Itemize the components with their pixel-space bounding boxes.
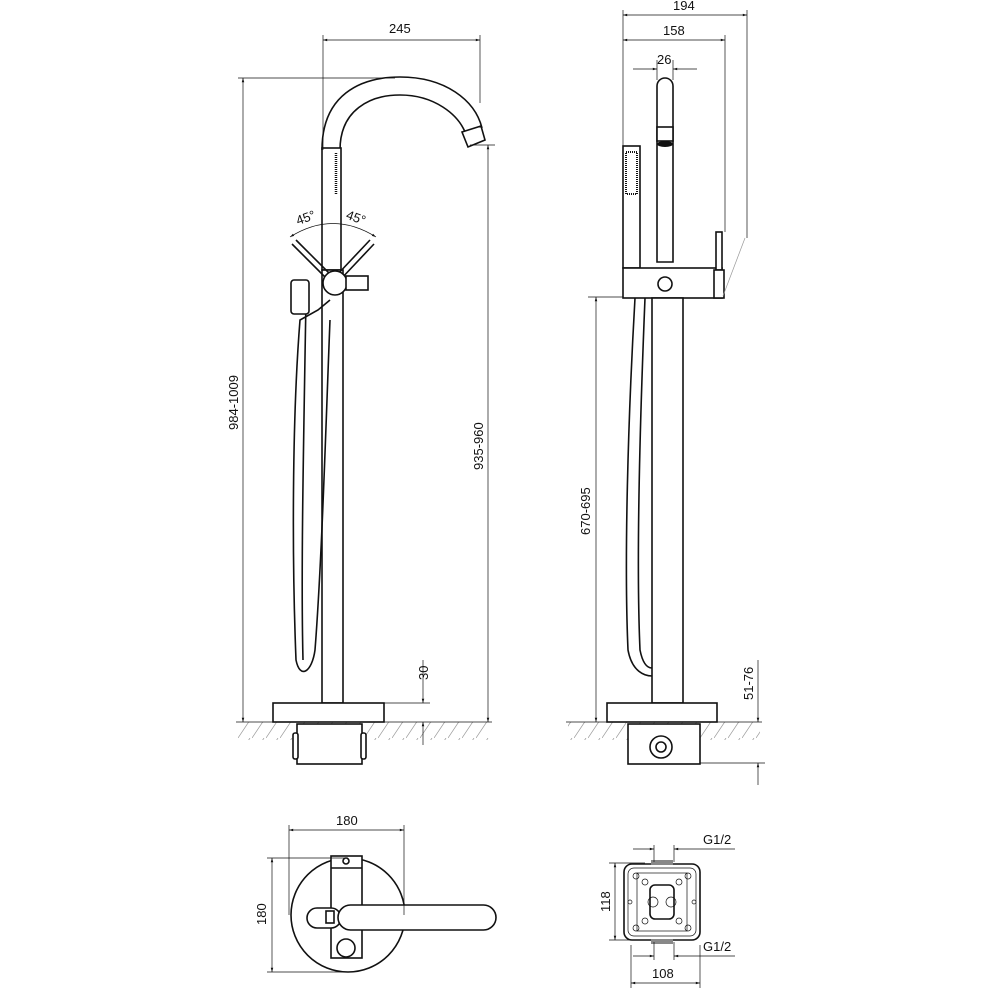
hose-side: [625, 297, 653, 677]
dim-top-height: 180: [254, 903, 269, 925]
dim-top-width: 180: [336, 813, 358, 828]
top-view: 180 180: [254, 813, 497, 973]
spout-nozzle: [460, 124, 486, 149]
dim-outlet-height: 935-960: [471, 422, 486, 470]
mounting-box-view: G1/2 G1/2 118 108: [598, 832, 735, 988]
dim-top-connection: G1/2: [703, 832, 731, 847]
dim-bottom-connection: G1/2: [703, 939, 731, 954]
hose-connector: [290, 279, 310, 315]
lever-left: [291, 243, 331, 283]
lever-right: [339, 243, 375, 281]
dim-box-width: 108: [652, 966, 674, 981]
dim-total-height: 984-1009: [226, 375, 241, 430]
mixer-knob: [345, 275, 369, 291]
hand-shower: [321, 147, 342, 271]
dim-depth-lever: 158: [663, 23, 685, 38]
dim-body-height: 670-695: [578, 487, 593, 535]
spout-outer: [321, 76, 483, 151]
dim-depth-total: 194: [673, 0, 695, 13]
column-pipe: [321, 269, 344, 704]
dim-install-depth: 51-76: [741, 667, 756, 700]
lever-top: [337, 904, 497, 931]
dim-spout-reach: 245: [389, 21, 411, 36]
column-side: [651, 297, 684, 704]
spout-inner: [339, 94, 466, 151]
dim-box-height: 118: [598, 891, 613, 912]
mixer-hub: [322, 270, 348, 296]
lever-side: [715, 231, 723, 271]
dim-base-height: 30: [416, 666, 431, 680]
dim-spout-diameter: 26: [657, 52, 671, 67]
angle-left-label: 45°: [294, 207, 318, 228]
base-plate-side: [606, 702, 718, 723]
front-view: 45° 45° 245 984-1009 935-960 30: [226, 21, 495, 765]
mounting-body: [296, 723, 363, 765]
hose-outlet: [306, 907, 342, 929]
side-view: 194 158 26 670-695 51-76: [566, 0, 765, 785]
angle-right-label: 45°: [344, 207, 368, 228]
spout-side: [656, 77, 674, 263]
shower-hose: [292, 299, 331, 673]
hand-shower-side: [622, 145, 641, 269]
base-plate: [272, 702, 385, 723]
